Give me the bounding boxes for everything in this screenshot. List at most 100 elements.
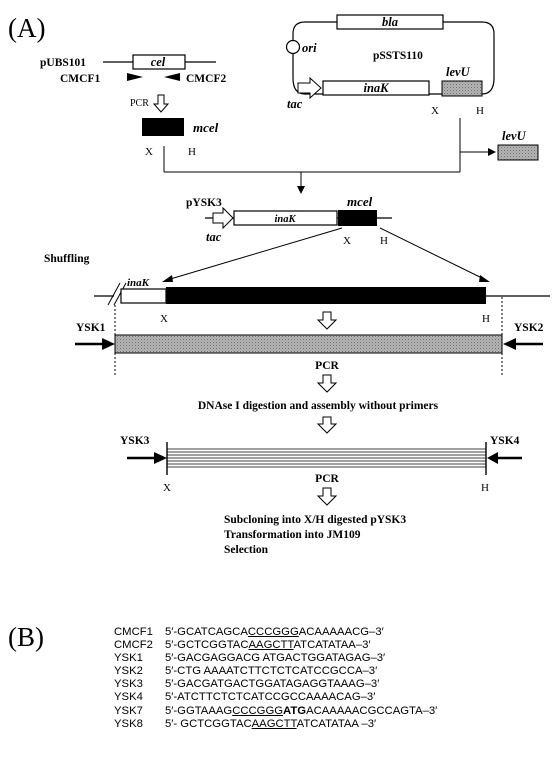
mcel-pcr-product (142, 118, 184, 136)
primer-sequence: 5′-GCATCAGCACCCGGGACAAAAACG–3′ (165, 626, 384, 638)
zoom-line-right (379, 227, 487, 281)
inak-gene-box (322, 80, 430, 96)
primer-name: CMCF1 (114, 626, 153, 638)
primer-row-ysk8: YSK8 5′- GCTCGGTACAAGCTTATCATATAA –3′ (114, 718, 437, 731)
cmcf1-label: CMCF1 (60, 73, 100, 85)
primer-sequence: 5′-GACGATGACTGGATAGAGGTAAAG–3′ (165, 678, 380, 691)
final-step-subcloning: Subcloning into X/H digested pYSK3 (224, 514, 406, 526)
pysk3-tac-label: tac (206, 230, 222, 244)
primer-name: CMCF2 (114, 639, 153, 652)
ysk1-label: YSK1 (76, 322, 106, 334)
shuffle-x-site: X (160, 313, 168, 325)
ysk2-label: YSK2 (514, 322, 544, 334)
panel-b-label: (B) (8, 622, 44, 652)
zoom-arrowhead-left (162, 275, 173, 282)
primer-row-ysk4: YSK4 5′-ATCTTCTCTCATCCGCCAAAACAG–3′ (114, 691, 437, 704)
primer-row-cmcf2: CMCF2 5′-GCTCGGTACAAGCTTATCATATAA–3′ (114, 639, 437, 652)
restriction-site: CCCGGG (232, 704, 284, 717)
mcel-h-site: H (188, 146, 196, 158)
bla-label: bla (382, 15, 398, 29)
primer-name: YSK1 (114, 652, 143, 665)
start-codon: ATG (283, 704, 307, 717)
ysk3-label: YSK3 (120, 435, 150, 447)
restriction-site: AAGCTT (248, 639, 294, 652)
step-arrow-4 (316, 487, 338, 506)
primer-row-ysk1: YSK1 5′-GACGAGGACG ATGACTGGATAGAG–3′ (114, 652, 437, 665)
step-arrow-2 (316, 374, 338, 393)
primer-name: YSK4 (114, 691, 143, 704)
primer-sequence: 5′-GGTAAAGCCCGGGATGACAAAAACGCCAGTA–3′ (165, 704, 438, 717)
pysk3-mcel-label: mcel (347, 194, 373, 209)
shuffle-inak-box (120, 288, 167, 304)
tac-label: tac (287, 97, 303, 111)
levu-gene-box (441, 80, 483, 97)
pcr-product-bar (114, 334, 503, 354)
ori-label: ori (302, 41, 317, 55)
primer-row-cmcf1: CMCF1 5′-GCATCAGCACCCGGGACAAAAACG–3′ (114, 626, 437, 639)
cmcf2-primer-arrow (164, 73, 180, 81)
pssts110-label: pSSTS110 (373, 50, 423, 62)
primer-name: YSK8 (114, 717, 143, 730)
primer-sequence: 5′-GCTCGGTACAAGCTTATCATATAA–3′ (165, 639, 371, 652)
shuffling-label: Shuffling (44, 253, 90, 265)
pssts110-x-site: X (431, 105, 439, 117)
primer-sequence: 5′-CTG AAAATCTTCTCTCATCCGCCA–3′ (165, 665, 378, 678)
mcel-x-site: X (145, 146, 153, 158)
cmcf2-label: CMCF2 (186, 73, 226, 85)
dnase-step-text: DNAse I digestion and assembly without p… (198, 400, 439, 412)
zoom-arrowhead-right (479, 275, 490, 282)
cel-gene-label: cel (151, 55, 166, 69)
primer-row-ysk2: YSK2 5′-CTG AAAATCTTCTCTCATCCGCCA–3′ (114, 665, 437, 678)
restriction-site: CCCGGG (247, 626, 299, 638)
mcel-label: mcel (193, 120, 219, 135)
primer-sequence: 5′-ATCTTCTCTCATCCGCCAAAACAG–3′ (165, 691, 376, 704)
bla-gene-box (336, 14, 444, 30)
final-step-selection: Selection (224, 544, 269, 556)
break-mark-2 (113, 282, 127, 306)
zoom-line-left (166, 227, 343, 281)
break-mark-1 (107, 282, 121, 306)
levu-out-box (497, 144, 539, 161)
restriction-site: AAGCTT (251, 717, 297, 730)
cmcf1-primer-arrow (127, 73, 143, 81)
pysk3-h-site: H (380, 235, 388, 247)
shuffle-inak-label: inaK (127, 277, 150, 289)
ysk3-arrowhead (154, 452, 167, 464)
pysk3-inak-label: inaK (274, 214, 296, 225)
shuffle-mcel-bar (166, 287, 486, 304)
levu-out-label: levU (502, 129, 527, 143)
pcr-label-2: PCR (315, 473, 339, 485)
cel-gene-box (132, 54, 186, 70)
primer-sequence: 5′-GACGAGGACG ATGACTGGATAGAG–3′ (165, 652, 386, 665)
ori-circle (285, 39, 301, 55)
pcr-down-arrow (152, 94, 170, 113)
levu-label: levU (446, 65, 471, 79)
primer-sequence: 5′- GCTCGGTACAAGCTTATCATATAA –3′ (165, 717, 377, 730)
pysk3-tac-arrow (212, 206, 234, 230)
pssts110-h-site: H (476, 105, 484, 117)
pcr-label-small: PCR (130, 98, 149, 109)
inak-label: inaK (363, 81, 390, 95)
panel-a-label: (A) (8, 13, 45, 43)
assembled-fragments (167, 448, 486, 468)
step-arrow-1 (316, 311, 338, 330)
assembly-h-site: H (481, 482, 489, 494)
pysk3-label: pYSK3 (186, 197, 222, 209)
primer-name: YSK7 (114, 704, 143, 717)
primer-name: YSK3 (114, 678, 143, 691)
plasmid-pubs101-label: pUBS101 (40, 57, 86, 69)
primer-name: YSK2 (114, 665, 143, 678)
ysk1-arrowhead (102, 338, 115, 350)
to-pysk3-arrowhead (297, 186, 305, 194)
final-step-transformation: Transformation into JM109 (224, 529, 361, 541)
assembly-x-site: X (163, 482, 171, 494)
step-arrow-3 (316, 416, 338, 434)
pysk3-mcel-box (338, 210, 377, 226)
primer-row-ysk3: YSK3 5′-GACGATGACTGGATAGAGGTAAAG–3′ (114, 678, 437, 691)
pysk3-x-site: X (343, 235, 351, 247)
levu-out-arrowhead (488, 148, 496, 156)
tac-promoter-arrow (297, 76, 322, 100)
shuffle-h-site: H (482, 313, 490, 325)
